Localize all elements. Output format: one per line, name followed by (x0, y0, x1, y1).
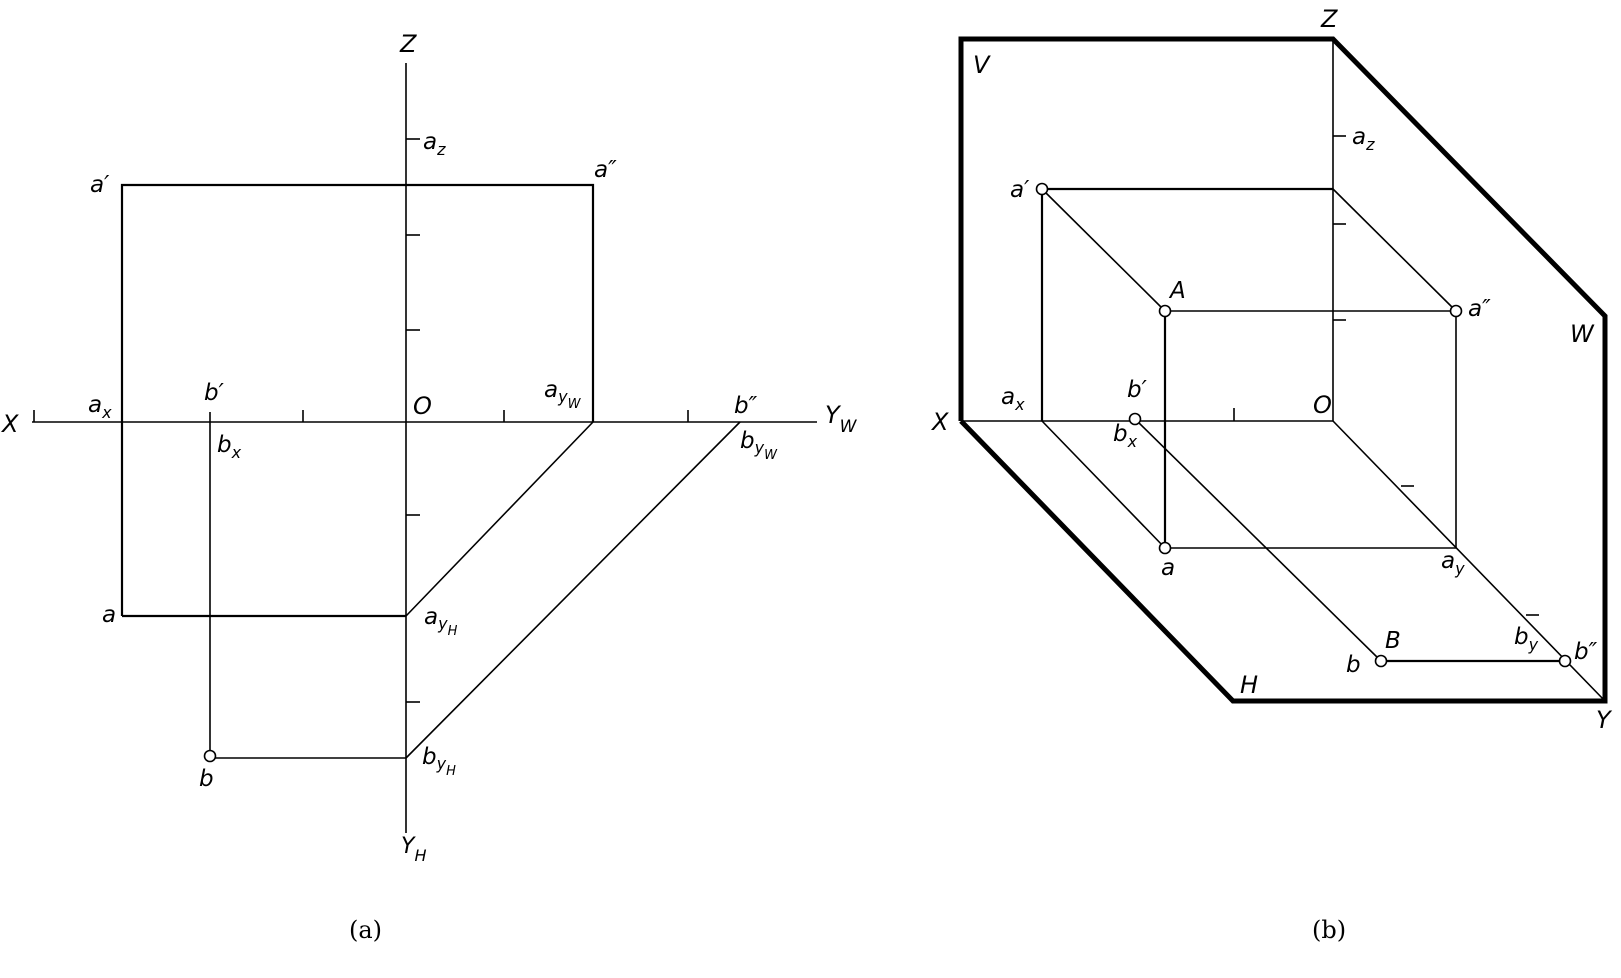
label-a-double-prime: a″ (594, 157, 617, 183)
point-b-double-prime-marker (1558, 654, 1572, 668)
origin-label: O (413, 392, 432, 420)
axis-label-z: Z (1320, 5, 1338, 33)
caption-b: (b) (1312, 916, 1346, 944)
plane-label-v: V (973, 51, 991, 79)
axis-label-y: Y (1596, 706, 1613, 734)
bx-to-b-line (1134, 418, 1382, 662)
label-b-prime: b′ (1127, 377, 1148, 403)
label-b-plan: b (1346, 652, 1361, 678)
plane-label-w: W (1570, 320, 1595, 348)
axis-label-yw: YW (825, 401, 858, 437)
ax-to-a-plan-line (1041, 420, 1166, 549)
az-to-a-double-prime-line (1332, 188, 1457, 312)
axis-label-yh: YH (401, 834, 426, 865)
label-ayh: ayH (424, 604, 458, 639)
label-a-prime: a′ (1010, 177, 1030, 203)
point-b-plan-marker (203, 749, 217, 763)
point-b-45deg-line (405, 421, 741, 759)
label-byw: byW (740, 428, 778, 463)
axis-label-z: Z (399, 30, 417, 58)
label-bx: bx (1113, 421, 1138, 451)
label-b-plan: b (199, 766, 214, 792)
point-a-plan-marker (1158, 541, 1172, 555)
label-a-double-prime: a″ (1468, 296, 1491, 322)
label-by: by (1514, 624, 1539, 654)
label-b-double-prime: b″ (1574, 639, 1598, 665)
label-a-prime: a′ (90, 172, 110, 198)
point-B-marker (1374, 654, 1388, 668)
diagram-a-orthographic: X Z O YW YH a′ a″ a az ax ayW ayH b′ b″ … (0, 30, 858, 944)
point-a-double-prime-marker (1449, 304, 1463, 318)
a-prime-to-A-line (1041, 188, 1166, 312)
point-a-projection-lines (120, 183, 595, 616)
label-b-prime: b′ (204, 380, 225, 406)
projection-planes-outline (958, 36, 1608, 704)
label-A: A (1168, 278, 1186, 304)
plane-label-h: H (1240, 671, 1258, 699)
label-a-plan: a (102, 602, 116, 628)
axis-label-x: X (930, 408, 949, 436)
label-ax: ax (1001, 384, 1025, 414)
label-B: B (1385, 628, 1401, 654)
diagram-b-pictorial: V W H Z X Y O a′ A a″ a az ax ay b′ bx B… (930, 5, 1613, 944)
label-byh: byH (422, 744, 456, 779)
label-a-plan: a (1161, 555, 1175, 581)
label-bx: bx (217, 432, 242, 462)
caption-a: (a) (349, 916, 382, 944)
point-a-45deg-line (405, 421, 594, 617)
label-ax: ax (88, 392, 112, 422)
origin-label: O (1313, 391, 1332, 419)
point-A-marker (1158, 304, 1172, 318)
label-ayw: ayW (544, 377, 582, 412)
point-a-prime-marker (1035, 182, 1049, 196)
axis-label-x: X (0, 410, 19, 438)
point-b-prime-marker (1128, 412, 1142, 426)
label-az: az (1352, 124, 1375, 154)
label-az: az (423, 129, 446, 159)
label-b-double-prime: b″ (734, 393, 758, 419)
axis-y-line (1332, 420, 1606, 702)
label-ay: ay (1441, 548, 1465, 578)
